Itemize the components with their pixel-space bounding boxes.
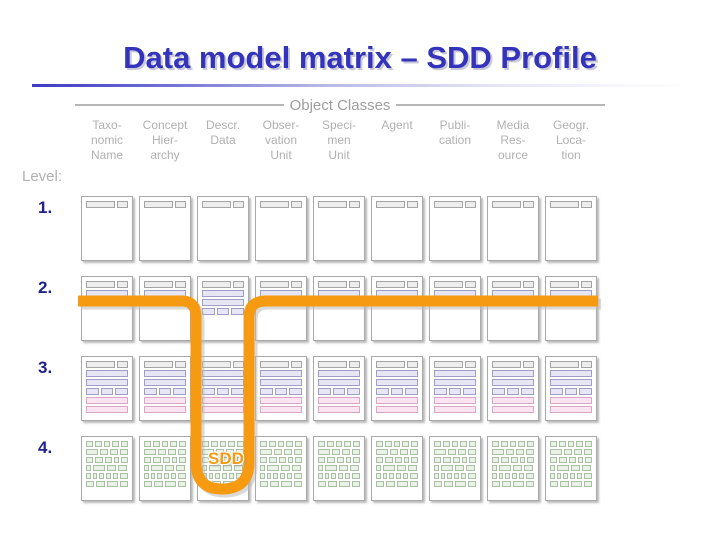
level-number-1: 1. xyxy=(38,198,53,217)
matrix-cell xyxy=(255,196,307,261)
matrix-cell xyxy=(197,276,249,341)
band-dash-left xyxy=(75,104,284,106)
column-header-taxonomic-name: Taxo- nomic Name xyxy=(90,118,123,162)
matrix-cell xyxy=(81,436,133,501)
matrix-cell xyxy=(139,196,191,261)
matrix-cell xyxy=(429,356,481,421)
matrix-row-level-4 xyxy=(81,436,597,501)
column-header-agent: Agent xyxy=(381,118,413,132)
level-number-2: 2. xyxy=(38,278,53,297)
matrix-cell xyxy=(487,196,539,261)
column-header-concept-hierarchy: Concept Hier- archy xyxy=(142,118,188,162)
matrix-cell xyxy=(313,276,365,341)
matrix-cell xyxy=(371,436,423,501)
level-number-3: 3. xyxy=(38,358,53,377)
matrix-cell xyxy=(255,276,307,341)
object-classes-label: Object Classes xyxy=(289,96,391,114)
band-dash-right xyxy=(396,104,605,106)
object-classes-band: Object Classes xyxy=(75,96,605,114)
matrix-cell xyxy=(371,356,423,421)
column-header-row: Taxo- nomic Name Concept Hier- archy Des… xyxy=(81,118,604,180)
matrix-cell xyxy=(255,436,307,501)
matrix-row-level-3 xyxy=(81,356,597,421)
sdd-highlight-label: SDD xyxy=(208,449,244,468)
matrix-cell xyxy=(545,196,597,261)
matrix-cell xyxy=(429,196,481,261)
matrix-cell xyxy=(255,356,307,421)
page-title: Data model matrix – SDD Profile xyxy=(123,40,597,75)
matrix-cell xyxy=(81,196,133,261)
title-divider xyxy=(32,84,688,87)
matrix-cell xyxy=(429,436,481,501)
column-header-descr-data: Descr. Data xyxy=(205,118,240,147)
level-number-4: 4. xyxy=(38,438,53,457)
matrix-cell xyxy=(139,276,191,341)
matrix-cell xyxy=(371,276,423,341)
matrix-cell xyxy=(81,356,133,421)
matrix-cell xyxy=(487,276,539,341)
matrix-cell xyxy=(545,356,597,421)
matrix-cell xyxy=(81,276,133,341)
matrix-cell xyxy=(429,276,481,341)
matrix-cell xyxy=(139,356,191,421)
matrix-cell xyxy=(197,356,249,421)
matrix-cell xyxy=(313,196,365,261)
column-header-observation-unit: Obser- vation Unit xyxy=(262,118,300,162)
matrix-row-level-1 xyxy=(81,196,597,261)
matrix-cell xyxy=(487,436,539,501)
level-axis-label: Level: xyxy=(22,168,63,185)
matrix-cell xyxy=(545,276,597,341)
column-header-publication: Publi- cation xyxy=(438,118,472,147)
matrix-cell xyxy=(371,196,423,261)
matrix-cell xyxy=(313,436,365,501)
column-header-media-resource: Media Res- ource xyxy=(496,118,530,162)
matrix-cell xyxy=(487,356,539,421)
matrix-cell xyxy=(197,196,249,261)
matrix-cell xyxy=(313,356,365,421)
column-header-geographic-location: Geogr. Loca- tion xyxy=(552,118,590,162)
matrix-row-level-2 xyxy=(81,276,597,341)
matrix-cell xyxy=(545,436,597,501)
matrix-cell xyxy=(139,436,191,501)
column-header-specimen-unit: Speci- men Unit xyxy=(321,118,356,162)
